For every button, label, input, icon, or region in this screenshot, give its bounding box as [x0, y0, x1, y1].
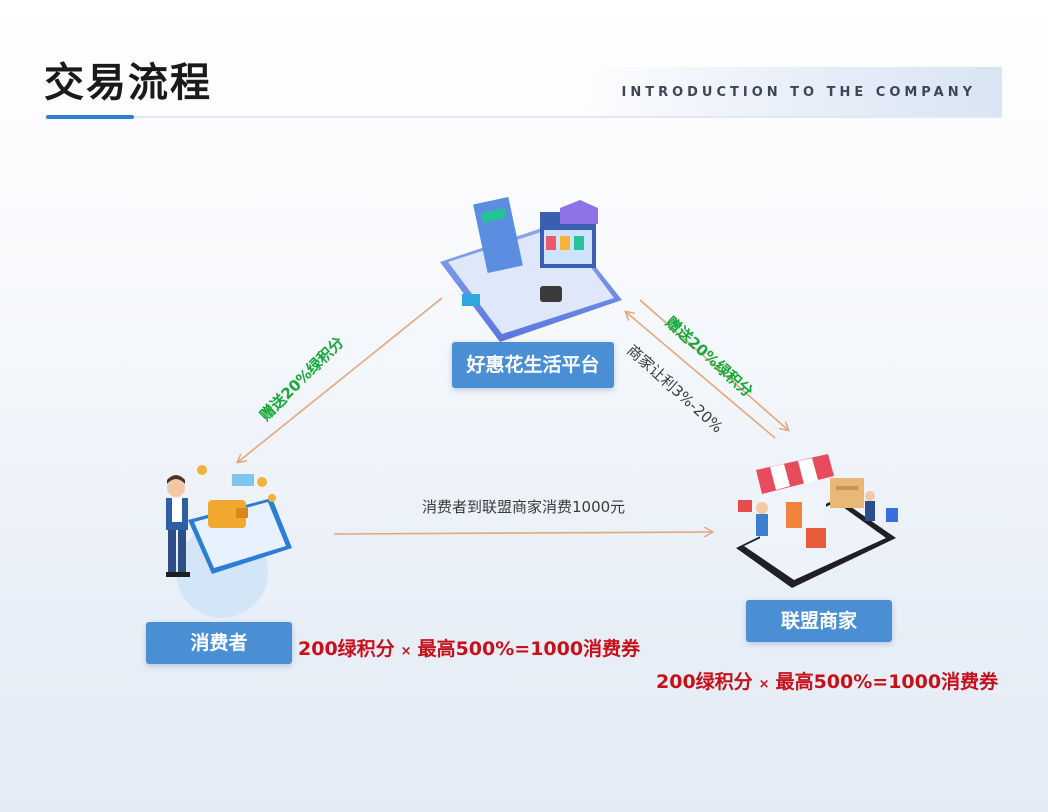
consumer-illustration: [166, 465, 292, 618]
page-title: 交易流程: [44, 60, 212, 106]
consumer-formula-times: ×: [400, 644, 412, 659]
merchant-formula-times: ×: [758, 677, 770, 692]
arrow-merchant-to-platform: [626, 312, 776, 439]
title-divider: [46, 116, 1002, 118]
merchant-illustration: [736, 454, 898, 588]
merchant-formula-points: 200绿积分: [656, 671, 753, 693]
node-merchant: 联盟商家: [746, 600, 892, 642]
consumer-formula-points: 200绿积分: [298, 638, 395, 660]
arrow-consumer-to-merchant: [333, 532, 712, 534]
header-band: [580, 67, 1002, 117]
title-accent-bar: [46, 115, 134, 119]
arrow-platform-to-merchant: [639, 299, 788, 430]
edge-label-consumer-to-merchant: 消费者到联盟商家消费1000元: [422, 498, 626, 516]
node-consumer: 消费者: [146, 622, 292, 664]
merchant-formula: 200绿积分 × 最高500%=1000消费券: [656, 667, 998, 694]
consumer-formula-result: 最高500%=1000消费券: [417, 638, 641, 660]
platform-illustration: [440, 197, 622, 342]
page-subtitle: INTRODUCTION TO THE COMPANY: [621, 85, 976, 100]
arrow-platform-to-consumer: [238, 297, 443, 462]
consumer-formula: 200绿积分 × 最高500%=1000消费券: [298, 634, 640, 661]
merchant-formula-result: 最高500%=1000消费券: [775, 671, 999, 693]
node-platform: 好惠花生活平台: [452, 342, 614, 388]
